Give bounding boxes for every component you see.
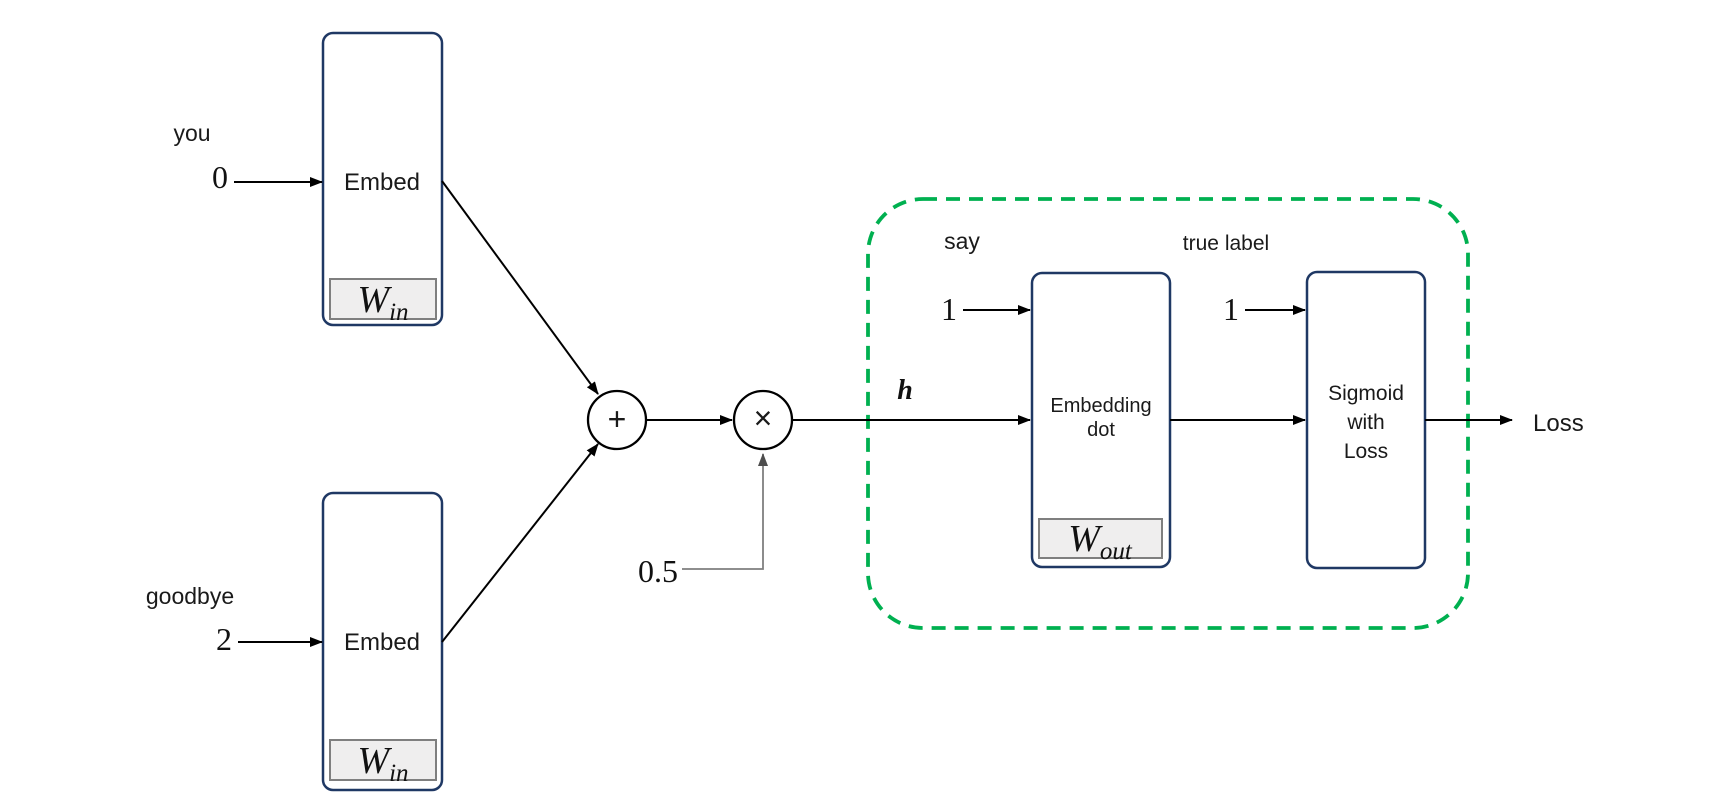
- w-in-top-base: W: [357, 279, 392, 321]
- w-in-bottom-label: Win: [357, 740, 408, 787]
- true-label-caption: true label: [1183, 232, 1269, 255]
- loss-output-label: Loss: [1533, 410, 1584, 437]
- add-symbol: +: [608, 401, 627, 437]
- w-in-badge-bottom: [329, 739, 437, 781]
- sigmoid-label-line1: Sigmoid: [1328, 382, 1404, 405]
- hidden-vector-label: h: [897, 375, 913, 406]
- sigmoid-label-line3: Loss: [1344, 440, 1388, 463]
- w-in-bottom-subscript: in: [389, 760, 408, 787]
- embedding-dot-label-line1: Embedding: [1050, 395, 1151, 417]
- w-in-top-label: Win: [357, 279, 408, 326]
- w-out-label: Wout: [1068, 518, 1133, 565]
- w-in-top-subscript: in: [389, 299, 408, 326]
- w-out-base: W: [1068, 518, 1103, 560]
- arrow-embed-top-to-add: [441, 180, 599, 395]
- arrow-embed-bottom-to-add: [441, 443, 599, 643]
- w-out-subscript: out: [1100, 538, 1133, 565]
- w-out-badge: [1038, 518, 1163, 559]
- negative-sampling-region: [866, 197, 1470, 630]
- w-in-badge-top: [329, 278, 437, 320]
- multiply-symbol: ×: [754, 400, 773, 436]
- w-in-bottom-base: W: [357, 740, 392, 782]
- scale-factor-value: 0.5: [638, 553, 678, 589]
- embedding-dot-label-line2: dot: [1087, 419, 1115, 441]
- input-word-you: you: [173, 120, 210, 146]
- embed-top-label: Embed: [344, 169, 420, 196]
- add-node: [586, 389, 648, 451]
- embed-bottom-label: Embed: [344, 629, 420, 656]
- multiply-node: [732, 389, 794, 451]
- input-index-goodbye: 2: [216, 621, 232, 657]
- sigmoid-label-line2: with: [1346, 411, 1384, 434]
- say-index-value: 1: [941, 291, 957, 327]
- input-word-goodbye: goodbye: [146, 583, 234, 609]
- true-label-value: 1: [1223, 291, 1239, 327]
- context-word-say: say: [944, 228, 980, 254]
- arrow-scale-to-multiply: [682, 453, 768, 570]
- embed-box-top: [321, 31, 444, 327]
- input-index-you: 0: [212, 159, 228, 195]
